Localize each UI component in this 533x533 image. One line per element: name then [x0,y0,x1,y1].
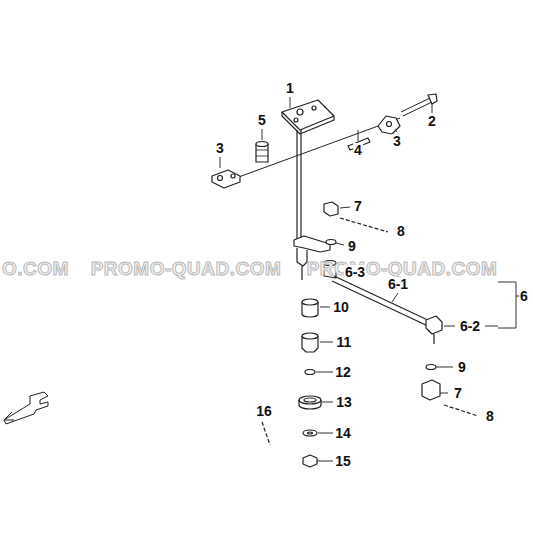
callout-number: 3 [392,134,402,148]
callout-number: 8 [396,224,406,238]
watermark: O.COM [2,259,69,278]
callout-number: 3 [215,141,225,155]
callout-number: 4 [353,143,363,157]
callout-number: 6-1 [387,277,409,291]
callout-number: 8 [485,409,495,423]
callout-number: 6-3 [344,265,366,279]
callout-number: 7 [453,386,463,400]
callout-number: 6 [519,289,529,303]
callout-number: 9 [347,239,357,253]
callout-number: 16 [255,404,273,418]
callout-number: 7 [353,199,363,213]
callout-number: 12 [334,365,352,379]
watermark: PROMO-QUAD.COM [91,259,282,278]
callout-number: 10 [332,300,350,314]
callout-number: 15 [334,454,352,468]
callout-number: 6-2 [459,319,481,333]
callout-number: 11 [336,335,353,349]
callout-number: 2 [427,114,437,128]
callout-number: 14 [334,426,352,440]
callout-number: 9 [457,360,467,374]
callout-number: 5 [257,113,267,127]
watermark: PROMO-QUAD.COM [307,259,498,278]
callout-number: 13 [335,395,353,409]
callout-number: 1 [285,81,295,95]
